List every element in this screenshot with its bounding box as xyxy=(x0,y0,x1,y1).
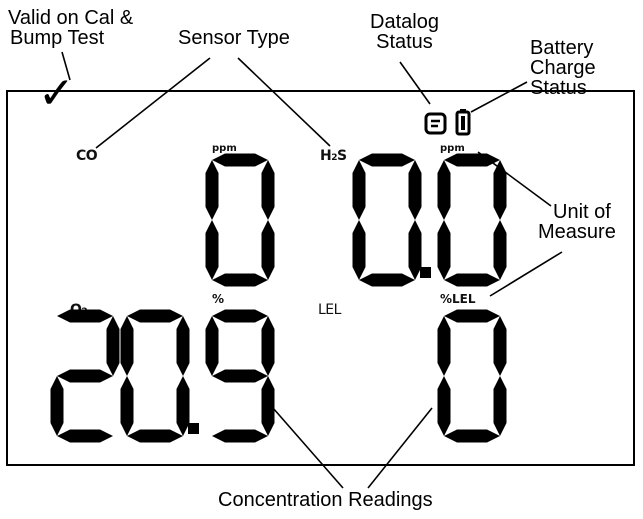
callout-valid-on-cal: Valid on Cal & Bump Test xyxy=(8,8,133,48)
leader-battery xyxy=(470,81,528,113)
reading-o2-digit-1 xyxy=(120,309,190,443)
callout-datalog-line2: Status xyxy=(376,31,433,53)
unit-h2s: ppm xyxy=(440,143,465,154)
sensor-label-h2s-main: H xyxy=(320,148,332,164)
callout-battery-status: Battery Charge Status xyxy=(530,38,596,98)
segment-e xyxy=(437,220,451,280)
segment-f xyxy=(437,160,451,220)
callout-battery-line1: Battery xyxy=(530,37,594,59)
leader-valid xyxy=(61,51,71,81)
segment-b xyxy=(493,160,507,220)
callout-sensor-type: Sensor Type xyxy=(178,27,290,49)
segment-f xyxy=(437,316,451,376)
unit-o2: % xyxy=(212,292,225,306)
callout-datalog-status: Datalog Status xyxy=(370,12,439,52)
segment-b xyxy=(261,160,275,220)
reading-lel-digit-0 xyxy=(437,309,507,443)
sensor-label-h2s-tail: S xyxy=(336,148,347,164)
segment-c xyxy=(493,220,507,280)
segment-g xyxy=(57,369,113,383)
datalog-icon xyxy=(424,112,448,141)
segment-c xyxy=(261,376,275,436)
sensor-label-h2s-sub: 2 xyxy=(331,153,337,163)
segment-a xyxy=(444,153,500,167)
segment-a xyxy=(212,153,268,167)
leader-unit-lel xyxy=(489,251,563,297)
segment-f xyxy=(352,160,366,220)
segment-f xyxy=(205,316,219,376)
reading-o2-decimal-point xyxy=(188,423,199,434)
reading-h2s-digit-0 xyxy=(352,153,422,287)
leader-datalog xyxy=(399,61,431,105)
segment-f xyxy=(120,316,134,376)
segment-d xyxy=(359,273,415,287)
callout-battery-line2: Charge xyxy=(530,57,596,79)
reading-o2-digit-0 xyxy=(50,309,120,443)
reading-h2s-digit-2 xyxy=(437,153,507,287)
reading-o2-digit-3 xyxy=(205,309,275,443)
segment-c xyxy=(261,220,275,280)
segment-a xyxy=(212,309,268,323)
segment-d xyxy=(444,273,500,287)
sensor-label-lel: LEL xyxy=(318,302,341,318)
segment-a xyxy=(127,309,183,323)
segment-d xyxy=(212,273,268,287)
callout-valid-line2: Bump Test xyxy=(10,27,105,49)
lcd-digits xyxy=(50,153,507,443)
segment-b xyxy=(176,316,190,376)
segment-d xyxy=(212,429,268,443)
segment-b xyxy=(106,316,120,376)
callout-unit-line1: Unit of xyxy=(553,201,611,223)
leader-sensor-h2s xyxy=(237,57,331,147)
leader-lines xyxy=(61,51,563,489)
sensor-label-co: CO xyxy=(76,148,98,164)
reading-co-digit-0 xyxy=(205,153,275,287)
segment-d xyxy=(444,429,500,443)
callout-datalog-line1: Datalog xyxy=(370,11,439,33)
segment-e xyxy=(205,220,219,280)
reading-h2s-decimal-point xyxy=(420,267,431,278)
segment-g xyxy=(212,369,268,383)
segment-a xyxy=(444,309,500,323)
segment-c xyxy=(176,376,190,436)
segment-d xyxy=(127,429,183,443)
segment-d xyxy=(57,429,113,443)
segment-a xyxy=(57,309,113,323)
callout-battery-line3: Status xyxy=(530,77,587,99)
segment-c xyxy=(408,220,422,280)
lcd-screen xyxy=(6,90,635,466)
segment-e xyxy=(50,376,64,436)
segment-b xyxy=(493,316,507,376)
leader-sensor-co xyxy=(95,57,211,149)
battery-icon xyxy=(455,108,471,141)
segment-b xyxy=(261,316,275,376)
segment-a xyxy=(359,153,415,167)
callout-concentration-readings: Concentration Readings xyxy=(218,489,433,511)
callout-unit-line2: Measure xyxy=(538,221,616,243)
leader-concentration-left xyxy=(272,407,344,489)
unit-lel: %LEL xyxy=(440,292,476,306)
unit-co: ppm xyxy=(212,143,237,154)
segment-e xyxy=(437,376,451,436)
segment-f xyxy=(205,160,219,220)
segment-c xyxy=(493,376,507,436)
segment-b xyxy=(408,160,422,220)
callout-unit-of-measure: Unit of Measure xyxy=(538,202,616,242)
sensor-label-h2s: H2S xyxy=(320,148,347,164)
segment-e xyxy=(120,376,134,436)
segment-e xyxy=(352,220,366,280)
callout-valid-line1: Valid on Cal & xyxy=(8,7,134,29)
check-mark-icon: ✓ xyxy=(38,68,75,119)
leader-concentration-right xyxy=(367,407,433,489)
